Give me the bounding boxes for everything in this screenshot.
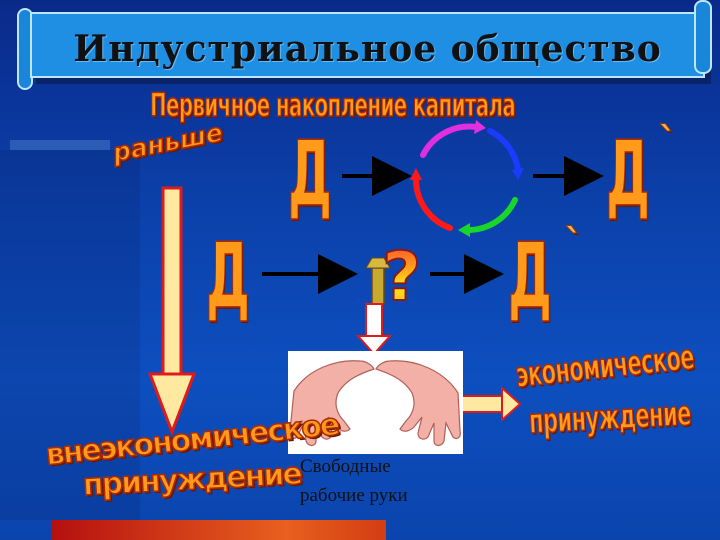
- money-d-bottom-left: Д: [206, 224, 251, 329]
- down-arrow-large: [147, 186, 197, 437]
- prime-mark-top: `: [658, 120, 679, 167]
- economic-line-2: принуждение: [527, 393, 692, 443]
- money-d-top-right: Д: [606, 122, 651, 227]
- decorative-stripe: [10, 140, 110, 150]
- right-arrow-to-economic: [457, 385, 522, 423]
- banner-right-roll: [694, 0, 712, 74]
- prime-mark-bottom: `: [564, 222, 585, 269]
- heading-wordart: Первичное накопление капитала: [150, 85, 517, 125]
- money-d-bottom-right: Д: [508, 224, 553, 329]
- circulation-cycle-icon: [410, 120, 524, 237]
- free-hands-image: [288, 351, 463, 454]
- down-arrow-small: [355, 303, 393, 356]
- background-panel: [0, 150, 140, 520]
- money-d-top-left: Д: [288, 122, 333, 227]
- question-mark: ?: [382, 238, 421, 317]
- hands-icon: [289, 360, 461, 447]
- bottom-bar: [52, 520, 386, 540]
- caption-line-2: рабочие руки: [300, 485, 408, 506]
- caption-line-1: Свободные: [300, 456, 391, 477]
- question-sign-icon: [365, 257, 391, 305]
- page-title: Индустриальное общество: [73, 28, 662, 70]
- title-banner: Индустриальное общество: [30, 12, 705, 78]
- free-hands-caption: Свободные рабочие руки: [300, 452, 408, 510]
